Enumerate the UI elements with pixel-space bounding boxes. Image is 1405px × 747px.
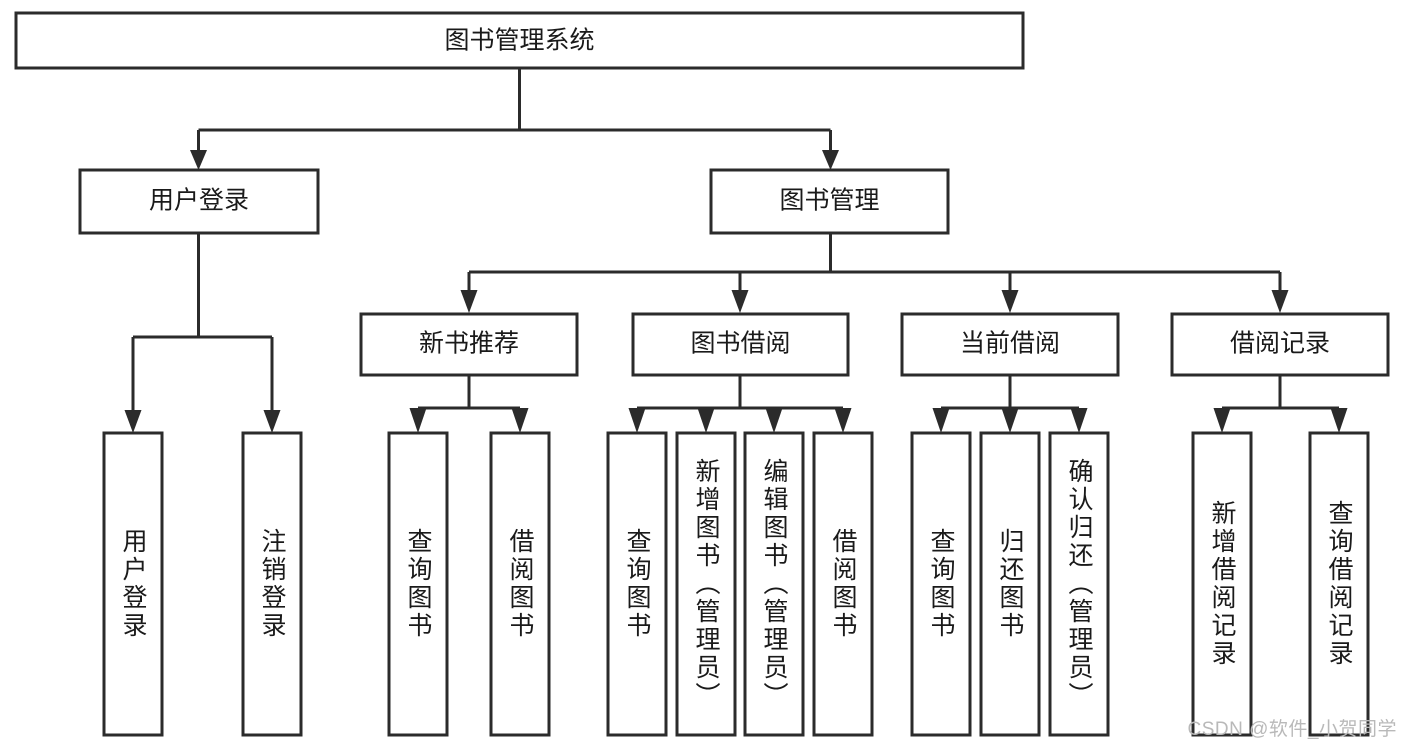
- node-box-leaf-borrow-edit[interactable]: [743, 431, 805, 737]
- node-box-leaf-borrow-lend[interactable]: [812, 431, 874, 737]
- arrow-head-user-login: [190, 150, 207, 170]
- connector-layer: [124, 68, 1348, 433]
- node-box-leaf-current-return[interactable]: [979, 431, 1041, 737]
- node-box-book-manage[interactable]: [709, 168, 950, 235]
- arrow-head-borrowrecord-leaf-1: [1213, 408, 1231, 433]
- node-box-leaf-borrow-add[interactable]: [675, 431, 737, 737]
- node-label-book-borrow: 图书借阅: [690, 330, 790, 358]
- node-label-borrow-record: 借阅记录: [1230, 330, 1330, 358]
- arrow-head-new-book: [460, 290, 478, 313]
- arrow-head-book-manage: [822, 150, 839, 170]
- node-box-leaf-current-query[interactable]: [910, 431, 972, 737]
- arrow-head-newbook-leaf-2: [511, 408, 529, 433]
- node-box-leaf-current-confirm[interactable]: [1048, 431, 1110, 737]
- node-box-borrow-record[interactable]: [1170, 312, 1390, 377]
- node-box-user-login[interactable]: [78, 168, 320, 235]
- arrow-head-leaf-logout: [263, 410, 281, 433]
- node-label-root: 图书管理系统: [444, 27, 594, 55]
- arrow-head-bookborrow-leaf-1: [628, 408, 646, 433]
- node-box-root[interactable]: [14, 11, 1025, 70]
- arrow-head-bookborrow-leaf-4: [834, 408, 852, 433]
- node-box-current-borrow[interactable]: [900, 312, 1120, 377]
- node-box-leaf-record-query[interactable]: [1308, 431, 1370, 737]
- arrow-head-borrowrecord-leaf-2: [1330, 408, 1348, 433]
- arrow-head-book-borrow: [731, 290, 749, 313]
- watermark-text: CSDN @软件_小贺同学: [1187, 719, 1397, 740]
- arrow-head-newbook-leaf-1: [409, 408, 427, 433]
- node-box-leaf-newbook-borrow[interactable]: [489, 431, 551, 737]
- node-label-book-manage: 图书管理: [779, 187, 879, 215]
- arrow-head-currentborrow-leaf-3: [1070, 408, 1088, 433]
- arrow-head-leaf-user-login: [124, 410, 142, 433]
- node-box-leaf-record-add[interactable]: [1191, 431, 1253, 737]
- arrow-head-currentborrow-leaf-2: [1001, 408, 1019, 433]
- arrow-head-bookborrow-leaf-3: [765, 408, 783, 433]
- arrow-head-current-borrow: [1001, 290, 1019, 313]
- node-layer: 图书管理系统 用户登录 图书管理 新书推荐 图书借阅 当前借阅 借阅记录: [14, 11, 1390, 737]
- arrow-head-currentborrow-leaf-1: [932, 408, 950, 433]
- node-label-new-book-recommend: 新书推荐: [419, 330, 519, 358]
- node-box-leaf-logout[interactable]: [241, 431, 303, 737]
- node-label-current-borrow: 当前借阅: [960, 330, 1060, 358]
- node-box-new-book-recommend[interactable]: [359, 312, 579, 377]
- node-box-leaf-newbook-query[interactable]: [387, 431, 449, 737]
- arrow-head-borrow-record: [1271, 290, 1289, 313]
- arrow-head-bookborrow-leaf-2: [697, 408, 715, 433]
- node-box-book-borrow[interactable]: [631, 312, 850, 377]
- node-label-user-login: 用户登录: [149, 187, 249, 215]
- node-box-leaf-user-login[interactable]: [102, 431, 164, 737]
- node-box-leaf-borrow-query[interactable]: [606, 431, 668, 737]
